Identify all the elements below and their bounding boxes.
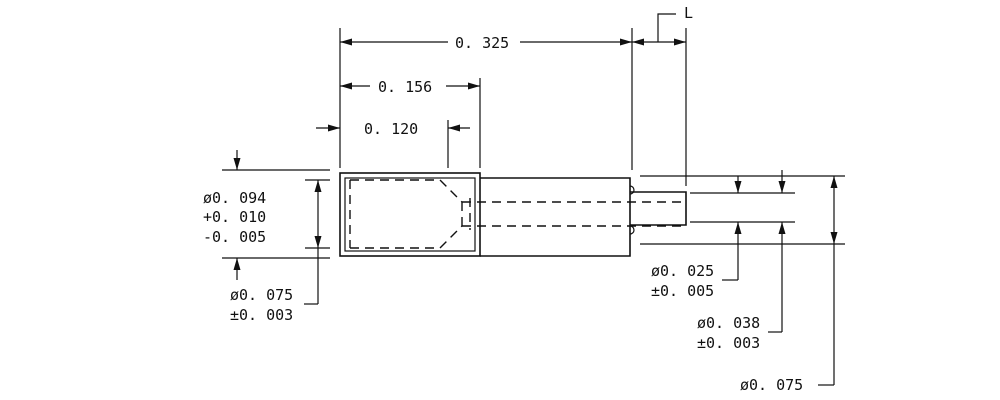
dim-head-dia-line2: +0. 010	[203, 208, 266, 226]
extension-lines	[222, 28, 845, 259]
hidden-lines	[349, 179, 686, 249]
part-pin	[629, 185, 687, 235]
dim-head-dia-line1: ø0. 094	[203, 189, 266, 207]
dim-bore-dia: ø0. 075 ±0. 003	[230, 179, 330, 324]
dim-pin-tip-dia-line1: ø0. 025	[651, 262, 714, 280]
dim-pin-dia-line1: ø0. 038	[697, 314, 760, 332]
dim-head-dia-line3: -0. 005	[203, 228, 266, 246]
dim-counterbore-length-label: 0. 156	[378, 78, 432, 96]
dim-counterbore-length: 0. 156	[340, 78, 480, 96]
dim-pin-tip-dia: ø0. 025 ±0. 005	[651, 176, 742, 300]
dim-shank-dia-label: ø0. 075	[740, 376, 803, 394]
dim-head-dia: ø0. 094 +0. 010 -0. 005	[203, 150, 266, 280]
dim-pin-dia-line2: ±0. 003	[697, 334, 760, 352]
dim-body-length: 0. 120	[316, 120, 470, 138]
part-shank	[480, 177, 631, 257]
dim-body-length-label: 0. 120	[364, 120, 418, 138]
dim-pin-length-label: L	[684, 4, 693, 22]
dim-overall-length-label: 0. 325	[455, 34, 509, 52]
dim-pin-dia: ø0. 038 ±0. 003	[697, 170, 786, 352]
part-head	[339, 172, 481, 257]
dim-pin-length: L	[632, 4, 693, 46]
dim-shank-dia: ø0. 075	[740, 176, 838, 394]
dim-bore-dia-line1: ø0. 075	[230, 286, 293, 304]
dim-bore-dia-line2: ±0. 003	[230, 306, 293, 324]
dim-pin-tip-dia-line2: ±0. 005	[651, 282, 714, 300]
dim-overall-length: 0. 325	[340, 34, 632, 52]
